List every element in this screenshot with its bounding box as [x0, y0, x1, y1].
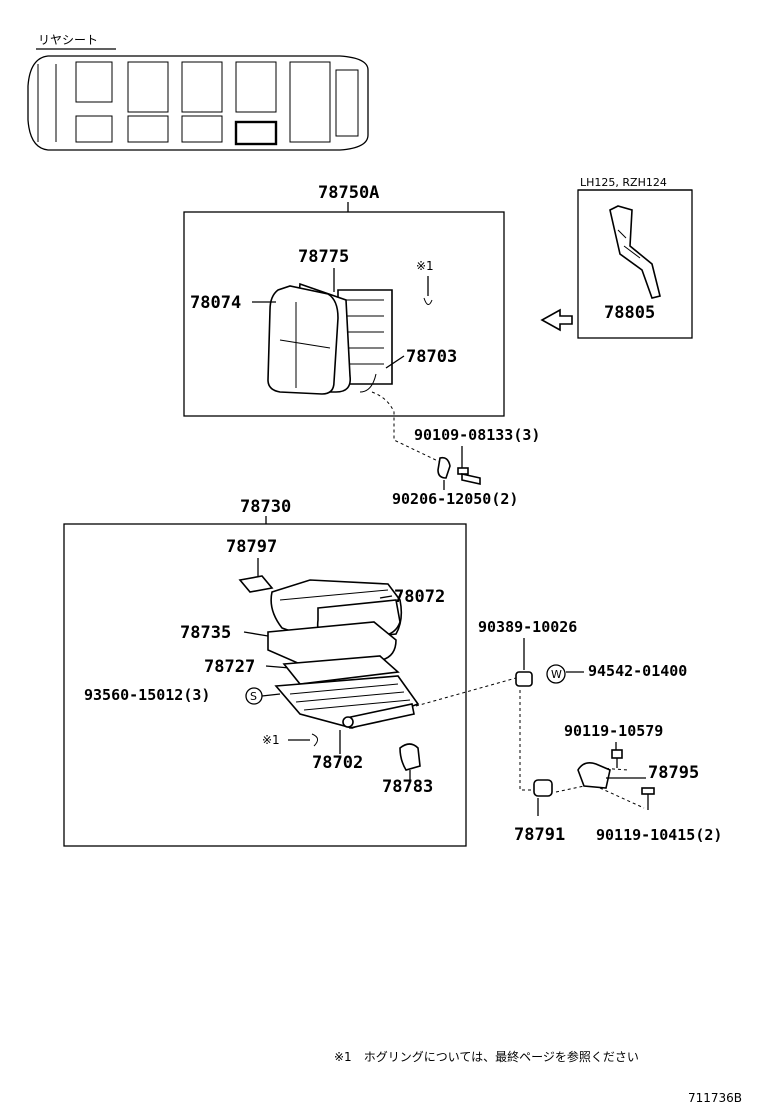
- label-78703: 78703: [406, 347, 457, 367]
- label-90389: 90389-10026: [478, 618, 577, 636]
- bolt-90109: [457, 467, 481, 485]
- label-78775: 78775: [298, 247, 349, 267]
- note-mark-upper: ※1: [416, 259, 434, 273]
- label-78750A: 78750A: [318, 183, 379, 203]
- label-94542: 94542-01400: [588, 662, 687, 680]
- assembly-box-78730: [63, 523, 467, 847]
- seatback-pad: [267, 282, 393, 395]
- note-mark-lower: ※1: [262, 733, 280, 747]
- label-78791: 78791: [514, 825, 565, 845]
- label-78783: 78783: [382, 777, 433, 797]
- seat-bracket-78805: [609, 205, 661, 299]
- screw-90119b: [641, 787, 655, 810]
- bracket-78795: [577, 762, 611, 789]
- circle-s-symbol: S: [250, 690, 257, 703]
- figure-id: 711736B: [688, 1091, 742, 1105]
- label-78797: 78797: [226, 537, 277, 557]
- nut-90206: [437, 456, 451, 479]
- label-78702: 78702: [312, 753, 363, 773]
- footnote: ※1 ホグリングについては、最終ページを参照ください: [334, 1049, 639, 1064]
- label-78805: 78805: [604, 303, 655, 323]
- seat-frame-78702: [274, 675, 420, 729]
- stopper-78791: [533, 779, 553, 797]
- assembly-box-78750A: [183, 211, 505, 417]
- label-78074: 78074: [190, 293, 241, 313]
- highlighted-seat: [234, 120, 278, 146]
- latch-78783: [399, 743, 421, 771]
- clip-78797: [238, 575, 274, 593]
- hog-ring-icon: [423, 297, 433, 305]
- vehicle-seat-map: [27, 55, 369, 151]
- label-90109: 90109-08133(3): [414, 426, 540, 444]
- section-title: リヤシート: [38, 33, 98, 47]
- label-90119b: 90119-10415(2): [596, 826, 722, 844]
- label-78735: 78735: [180, 623, 231, 643]
- label-90119a: 90119-10579: [564, 722, 663, 740]
- label-78795: 78795: [648, 763, 699, 783]
- hog-ring-icon-lower: [311, 733, 318, 747]
- variant-inset-box: [577, 189, 693, 339]
- spring-78727: [282, 655, 400, 685]
- screw-90119a: [611, 749, 623, 768]
- label-78072: 78072: [394, 587, 445, 607]
- bushing-90389: [515, 671, 533, 687]
- label-90206: 90206-12050(2): [392, 490, 518, 508]
- circle-w-symbol: W: [551, 668, 562, 681]
- variant-label: LH125, RZH124: [580, 176, 667, 189]
- arrow-left-icon: [540, 308, 573, 332]
- label-78730: 78730: [240, 497, 291, 517]
- label-93560: 93560-15012(3): [84, 686, 210, 704]
- label-78727: 78727: [204, 657, 255, 677]
